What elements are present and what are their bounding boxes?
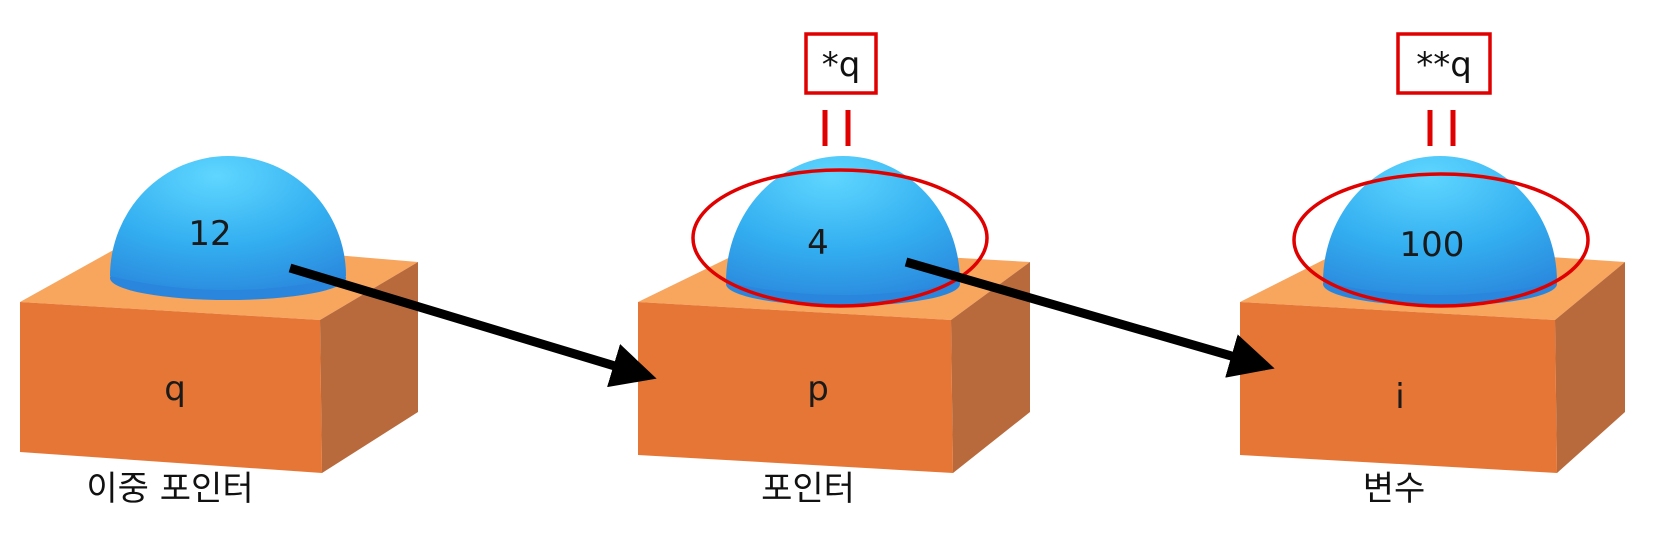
deref-label-box <box>804 32 878 95</box>
value-label: 12 <box>188 214 231 254</box>
dome <box>726 156 960 295</box>
box-side <box>951 262 1030 473</box>
caption-label: 이중 포인터 <box>86 469 253 509</box>
arrow-q-to-p <box>288 263 657 388</box>
dome <box>1323 156 1557 295</box>
box-side <box>320 262 418 473</box>
highlight-ellipse <box>1292 172 1590 308</box>
deref-label: **q <box>1416 45 1472 85</box>
value-label: 100 <box>1400 225 1465 265</box>
caption-label: 포인터 <box>761 469 855 509</box>
highlight-ellipse <box>691 168 989 308</box>
value-label: 4 <box>807 223 829 263</box>
box-side <box>1555 262 1625 473</box>
box-front <box>20 302 322 473</box>
box-double-pointer-q: 12 q 이중 포인터 <box>20 156 418 509</box>
caption-label: 변수 <box>1363 469 1426 509</box>
arrow-p-to-i <box>904 257 1275 378</box>
deref-label-box <box>1396 32 1492 95</box>
variable-name: i <box>1395 377 1404 417</box>
box-front <box>638 302 953 473</box>
box-front <box>1240 302 1557 473</box>
box-pointer-p: 4 p 포인터 *q <box>638 32 1030 509</box>
dome <box>110 156 346 290</box>
variable-name: q <box>164 369 186 409</box>
box-variable-i: 100 i 변수 **q <box>1240 32 1625 509</box>
deref-label: *q <box>822 45 861 85</box>
variable-name: p <box>807 369 829 409</box>
